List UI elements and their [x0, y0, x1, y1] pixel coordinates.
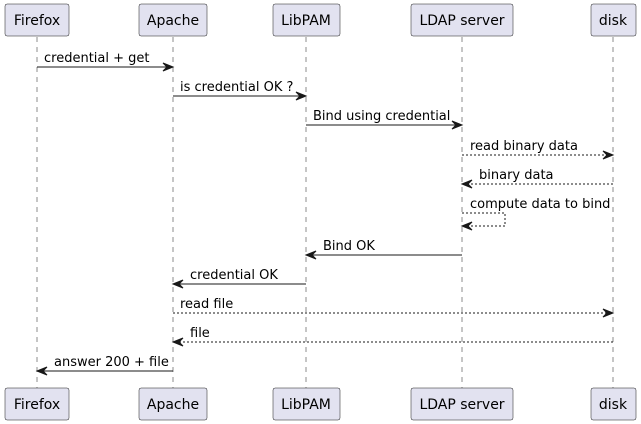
message-label: read binary data	[470, 139, 578, 154]
participants-top: Firefox Apache LibPAM LDAP server disk	[4, 3, 637, 37]
message-label: is credential OK ?	[180, 80, 293, 95]
message-binary-data: binary data	[460, 168, 613, 189]
arrowhead-icon	[171, 279, 184, 289]
message-label: answer 200 + file	[54, 355, 169, 370]
message-read-binary-data: read binary data	[462, 139, 615, 160]
message-is-credential-ok: is credential OK ?	[173, 80, 308, 101]
participant-label: LibPAM	[281, 13, 331, 29]
message-compute-data-to-bind: compute data to bind	[460, 197, 610, 231]
participant-label: disk	[599, 13, 628, 29]
message-file: file	[171, 326, 613, 347]
participant-apache-bottom: Apache	[138, 387, 208, 421]
participants-bottom: Firefox Apache LibPAM LDAP server disk	[4, 387, 637, 421]
arrowhead-icon	[295, 91, 308, 101]
arrowhead-icon	[171, 337, 184, 347]
participant-label: disk	[599, 397, 628, 413]
participant-libpam-top: LibPAM	[272, 3, 341, 37]
arrowhead-icon	[602, 150, 615, 160]
message-bind-using-credential: Bind using credential	[306, 109, 464, 130]
message-read-file: read file	[173, 297, 615, 318]
arrowhead-icon	[460, 221, 473, 231]
arrowhead-icon	[304, 250, 317, 260]
participant-disk-bottom: disk	[590, 387, 637, 421]
participant-label: Firefox	[14, 13, 60, 29]
participant-ldap-bottom: LDAP server	[410, 387, 514, 421]
participant-ldap-top: LDAP server	[410, 3, 514, 37]
participant-firefox-bottom: Firefox	[4, 387, 70, 421]
arrowhead-icon	[460, 179, 473, 189]
participant-firefox-top: Firefox	[4, 3, 70, 37]
message-label: read file	[180, 297, 233, 312]
message-credential-ok: credential OK	[171, 268, 306, 289]
participant-disk-top: disk	[590, 3, 637, 37]
participant-label: LibPAM	[281, 397, 331, 413]
message-label: compute data to bind	[470, 197, 610, 212]
message-bind-ok: Bind OK	[304, 239, 462, 260]
participant-label: Apache	[147, 13, 199, 29]
messages: credential + get is credential OK ? Bind…	[35, 51, 615, 376]
lifelines	[36, 37, 614, 389]
message-label: credential + get	[44, 51, 150, 66]
message-answer-200-file: answer 200 + file	[35, 355, 173, 376]
participant-libpam-bottom: LibPAM	[272, 387, 341, 421]
message-credential-get: credential + get	[37, 51, 175, 72]
participant-label: LDAP server	[419, 397, 504, 413]
message-label: Bind using credential	[313, 109, 450, 124]
message-label: file	[190, 326, 210, 341]
participant-apache-top: Apache	[138, 3, 208, 37]
participant-label: Apache	[147, 397, 199, 413]
participant-label: LDAP server	[419, 13, 504, 29]
arrowhead-icon	[162, 62, 175, 72]
message-label: credential OK	[190, 268, 278, 283]
message-label: binary data	[479, 168, 554, 183]
arrowhead-icon	[451, 120, 464, 130]
message-line	[462, 212, 506, 227]
message-label: Bind OK	[323, 239, 375, 254]
arrowhead-icon	[35, 366, 48, 376]
arrowhead-icon	[602, 308, 615, 318]
participant-label: Firefox	[14, 397, 60, 413]
